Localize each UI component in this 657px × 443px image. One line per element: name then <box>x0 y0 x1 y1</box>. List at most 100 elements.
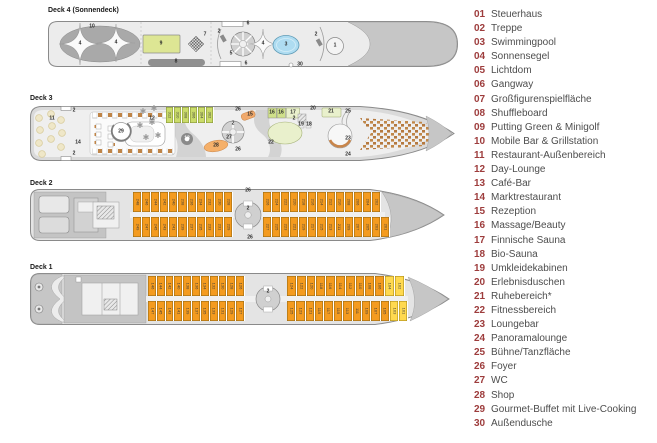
cabin-number: 228 <box>225 198 231 206</box>
cabin-number: 304 <box>199 111 205 119</box>
cabin-number: 116 <box>328 282 334 290</box>
legend-item-label: Bühne/Tanzfläche <box>491 347 571 359</box>
cabin-number: 129 <box>229 307 235 315</box>
shuffleboard-strip <box>148 59 205 66</box>
cabin-number: 213 <box>328 223 334 231</box>
cabin-230: 230 <box>214 192 224 212</box>
grossfiguren-checker-field <box>187 35 205 53</box>
deck1-bow <box>407 276 449 322</box>
cabin-312: 312 <box>166 107 174 123</box>
cabin-number: 219 <box>301 223 307 231</box>
cabin-number: 135 <box>202 307 208 315</box>
legend-item-label: Panoramalounge <box>491 333 568 345</box>
cabin-236: 236 <box>187 192 197 212</box>
deck4-marker-treppe-a: 2 <box>217 28 221 35</box>
cabin-number: 120 <box>308 282 314 290</box>
cabin-234: 234 <box>196 192 206 212</box>
legend-item-number: 06 <box>474 79 486 91</box>
cabin-229: 229 <box>223 217 234 237</box>
cabin-number: 241 <box>171 223 177 231</box>
legend-item-label: Außendusche <box>491 417 553 429</box>
cabin-number: 124 <box>289 282 295 290</box>
cabin-number: 110 <box>357 282 363 290</box>
deck3-marker-bio-sauna: 18 <box>306 121 312 128</box>
legend-item-number: 13 <box>474 178 486 190</box>
legend-item-label: Gourmet-Buffet mit Live-Cooking <box>491 403 637 415</box>
cabin-144: 144 <box>156 276 166 296</box>
legend-item-label: Gangway <box>491 79 534 91</box>
cabin-number: 142 <box>167 282 173 290</box>
snowflake-icon: ✱ <box>148 118 156 127</box>
deck4-shapes <box>48 21 459 68</box>
deck1-label: Deck 1 <box>30 264 53 271</box>
deck4-label: Deck 4 (Sonnendeck) <box>48 7 119 14</box>
cabin-221: 221 <box>290 217 300 237</box>
legend-item-label: Restaurant-Außenbereich <box>491 149 606 161</box>
legend-item-label: Finnische Sauna <box>491 234 566 246</box>
legend-item-label: Swimmingpool <box>491 37 557 49</box>
cabin-123: 123 <box>296 301 306 321</box>
gangway-bottom <box>60 156 72 161</box>
cabin-number: 121 <box>307 307 313 315</box>
cabin-number: 113 <box>345 307 351 315</box>
cabin-212: 212 <box>326 192 336 212</box>
cabin-108: 108 <box>365 276 376 296</box>
legend-item-number: 29 <box>474 403 486 415</box>
cabin-number: 117 <box>326 307 332 315</box>
deck3-marker-loungebar: 23 <box>345 135 351 142</box>
cabin-140: 140 <box>174 276 184 296</box>
deck3-marker-treppe-mid: 2 <box>231 120 235 127</box>
cabin-227: 227 <box>263 217 273 237</box>
deck4-plan: 10 4 4 9 7 8 6 6 2 5 4 2 3 1 30 <box>48 21 459 68</box>
legend-item: 17 Finnische Sauna <box>474 234 654 248</box>
snowflake-icon: ✱ <box>136 121 144 130</box>
steuerhaus-area <box>326 37 344 55</box>
cabin-137: 137 <box>192 301 201 321</box>
cabin-number: 308 <box>183 111 189 119</box>
cabin-127: 127 <box>236 301 245 321</box>
cabin-117: 117 <box>324 301 334 321</box>
deck2-marker-foyer-top: 26 <box>245 187 251 194</box>
cabin-110: 110 <box>355 276 366 296</box>
shop-area <box>203 139 229 153</box>
cabin-245: 245 <box>151 217 161 237</box>
cabin-number: 237 <box>189 223 195 231</box>
cabin-number: 109 <box>364 307 370 315</box>
cabin-number: 144 <box>158 282 164 290</box>
cabin-209: 209 <box>344 217 354 237</box>
cabin-number: 232 <box>207 198 213 206</box>
cabin-number: 246 <box>144 198 150 206</box>
cabin-139: 139 <box>183 301 193 321</box>
cabin-number: 128 <box>229 282 235 290</box>
cabin-number: 105 <box>382 307 388 315</box>
cabin-248: 248 <box>133 192 143 212</box>
legend-item-number: 01 <box>474 9 486 20</box>
cabin-number: 146 <box>149 282 155 290</box>
cabin-number: 226 <box>265 198 271 206</box>
cabin-number: 209 <box>346 223 352 231</box>
cabin-146: 146 <box>148 276 157 296</box>
panorama-seating <box>360 118 438 150</box>
deck4-marker-putting-green: 9 <box>159 40 163 47</box>
cabin-number: 137 <box>193 307 199 315</box>
deck3-marker-cafe-bar: 13 <box>184 135 190 142</box>
cabin-number: 114 <box>338 282 344 290</box>
legend-item-number: 17 <box>474 234 486 246</box>
outdoor-restaurant-tables <box>35 110 66 158</box>
legend-item-label: Rezeption <box>491 206 537 218</box>
legend-item-label: Erlebnisduschen <box>491 276 565 288</box>
legend-item-number: 10 <box>474 135 486 147</box>
cabin-number: 238 <box>180 198 186 206</box>
deck3-marker-gourmet-buffet: 29 <box>118 128 124 135</box>
cabin-225: 225 <box>272 217 282 237</box>
legend-item-number: 22 <box>474 304 486 316</box>
cabin-number: 245 <box>153 223 159 231</box>
cabin-number: 107 <box>373 307 379 315</box>
